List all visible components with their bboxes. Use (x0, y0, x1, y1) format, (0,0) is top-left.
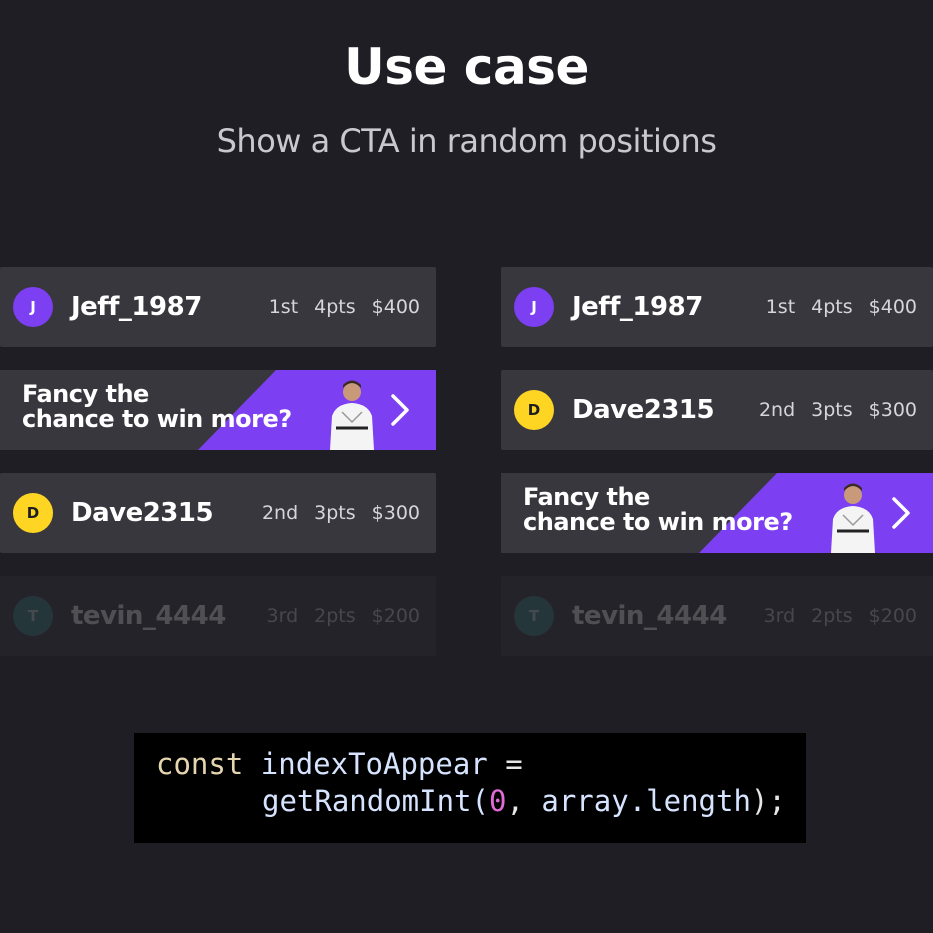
player-name: Dave2315 (572, 395, 715, 425)
avatar: D (514, 390, 554, 430)
code-operator: = (505, 747, 523, 781)
cta-line2-accent: more? (711, 508, 794, 536)
code-keyword: const (156, 747, 244, 781)
code-number: 0 (488, 784, 507, 818)
place: 2nd (261, 502, 299, 524)
player-name: Dave2315 (71, 498, 214, 528)
prize: $400 (371, 296, 420, 318)
cta-line2-accent: more? (210, 405, 293, 433)
page-title: Use case (344, 38, 589, 96)
code-block: const indexToAppear = getRandomInt(0, ar… (134, 733, 806, 843)
avatar: T (13, 596, 53, 636)
prize: $200 (868, 605, 917, 627)
leaderboard-row[interactable]: D Dave2315 2nd 3pts $300 (0, 473, 436, 553)
avatar: J (13, 287, 53, 327)
prize: $200 (371, 605, 420, 627)
cta-text: Fancy the chance to win more? (22, 382, 292, 432)
prize: $300 (868, 399, 917, 421)
place: 3rd (266, 605, 299, 627)
chevron-right-icon[interactable] (388, 392, 412, 428)
leaderboard-row[interactable]: T tevin_4444 3rd 2pts $200 (0, 576, 436, 656)
leaderboard-row[interactable]: D Dave2315 2nd 3pts $300 (501, 370, 933, 450)
avatar: T (514, 596, 554, 636)
cta-banner[interactable]: Fancy the chance to win more? (501, 473, 933, 553)
points: 2pts (811, 605, 853, 627)
code-argument: array.length (541, 784, 751, 818)
code-line-1: const indexToAppear = (156, 747, 523, 781)
code-function: getRandomInt( (262, 784, 489, 818)
player-image (831, 483, 875, 553)
points: 3pts (314, 502, 356, 524)
cta-line1: Fancy the (22, 380, 149, 408)
code-variable: indexToAppear (260, 747, 488, 781)
player-name: tevin_4444 (572, 601, 727, 631)
leaderboard-row[interactable]: J Jeff_1987 1st 4pts $400 (501, 267, 933, 347)
place: 2nd (758, 399, 796, 421)
cta-line2: chance to win (523, 508, 712, 536)
avatar: J (514, 287, 554, 327)
cta-banner[interactable]: Fancy the chance to win more? (0, 370, 436, 450)
code-line-2: getRandomInt(0, array.length); (262, 784, 786, 818)
player-image (330, 380, 374, 450)
player-name: tevin_4444 (71, 601, 226, 631)
code-comma: , (506, 784, 524, 818)
cta-accent-shape (198, 370, 436, 450)
player-name: Jeff_1987 (71, 292, 202, 322)
points: 2pts (314, 605, 356, 627)
place: 1st (765, 296, 796, 318)
code-end: ); (750, 784, 786, 818)
avatar: D (13, 493, 53, 533)
player-name: Jeff_1987 (572, 292, 703, 322)
points: 3pts (811, 399, 853, 421)
place: 1st (268, 296, 299, 318)
points: 4pts (811, 296, 853, 318)
page-subtitle: Show a CTA in random positions (216, 122, 717, 160)
cta-line1: Fancy the (523, 483, 650, 511)
prize: $300 (371, 502, 420, 524)
cta-line2: chance to win (22, 405, 211, 433)
cta-accent-shape (699, 473, 933, 553)
leaderboard-row[interactable]: T tevin_4444 3rd 2pts $200 (501, 576, 933, 656)
prize: $400 (868, 296, 917, 318)
cta-text: Fancy the chance to win more? (523, 485, 793, 535)
place: 3rd (763, 605, 796, 627)
leaderboard-row[interactable]: J Jeff_1987 1st 4pts $400 (0, 267, 436, 347)
chevron-right-icon[interactable] (889, 495, 913, 531)
points: 4pts (314, 296, 356, 318)
